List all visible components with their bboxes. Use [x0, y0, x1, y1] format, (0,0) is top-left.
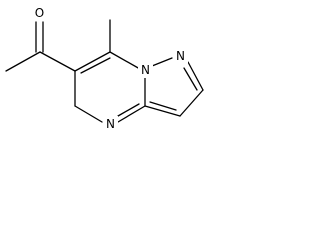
bond-c3-c3a-inner [149, 101, 177, 111]
acetyl-group [5, 21, 76, 72]
bond-c6-c7-inner [80, 57, 111, 74]
bridgehead-nitrogen-label: N [141, 63, 150, 77]
pyrimidine-ring [74, 19, 146, 123]
bond-methyl-carbonyl [5, 51, 41, 72]
atom-label-pyrazole-nitrogen: N [173, 48, 188, 64]
bond-c2-c3 [179, 89, 204, 117]
pyrazole-nitrogen-label: N [176, 49, 185, 63]
atom-label-carbonyl-oxygen: O [32, 5, 47, 21]
pyrimidine-nitrogen-label: N [106, 117, 115, 131]
bond-n4-c5 [74, 105, 103, 123]
bond-carbonyl-ring [39, 51, 76, 72]
chemical-structure: O N N N [5, 5, 204, 132]
bond-c6-c7 [74, 51, 111, 72]
oxygen-label: O [35, 6, 44, 20]
bond-c3-c3a [144, 105, 181, 117]
bond-c3a-n4-inner [117, 103, 140, 117]
atom-label-pyrimidine-nitrogen: N [103, 116, 118, 132]
bond-n1-c2-inner [183, 67, 198, 91]
bond-c3a-n4 [117, 105, 146, 123]
bond-n1-c2 [187, 61, 204, 91]
pyrazole-ring [144, 57, 204, 117]
bond-c7-n8 [109, 51, 141, 70]
bond-n8-n1 [151, 57, 173, 67]
atom-label-bridgehead-nitrogen: N [138, 62, 153, 78]
